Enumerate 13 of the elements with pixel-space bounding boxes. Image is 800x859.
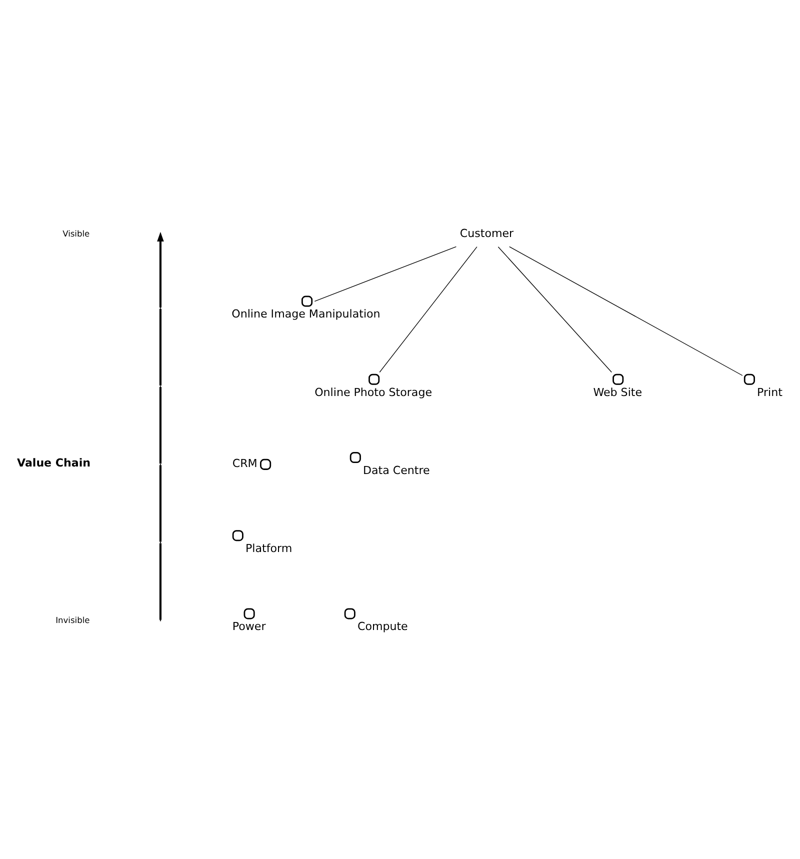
node-label: Data Centre bbox=[363, 464, 430, 477]
label: Visible bbox=[62, 228, 90, 238]
node-text: Customer bbox=[460, 226, 514, 240]
node-label: Compute bbox=[357, 620, 408, 634]
label: Invisible bbox=[56, 614, 90, 625]
node-label: Online Image Manipulation bbox=[232, 308, 380, 321]
node-label: Online Photo Storage bbox=[314, 386, 432, 399]
node-label: Web Site bbox=[593, 386, 642, 399]
node-label: Print bbox=[757, 386, 782, 399]
node-label: Power bbox=[232, 620, 266, 634]
label: Value Chain bbox=[17, 456, 90, 470]
node-label: CRM bbox=[232, 457, 258, 470]
node-label: Platform bbox=[245, 542, 292, 556]
